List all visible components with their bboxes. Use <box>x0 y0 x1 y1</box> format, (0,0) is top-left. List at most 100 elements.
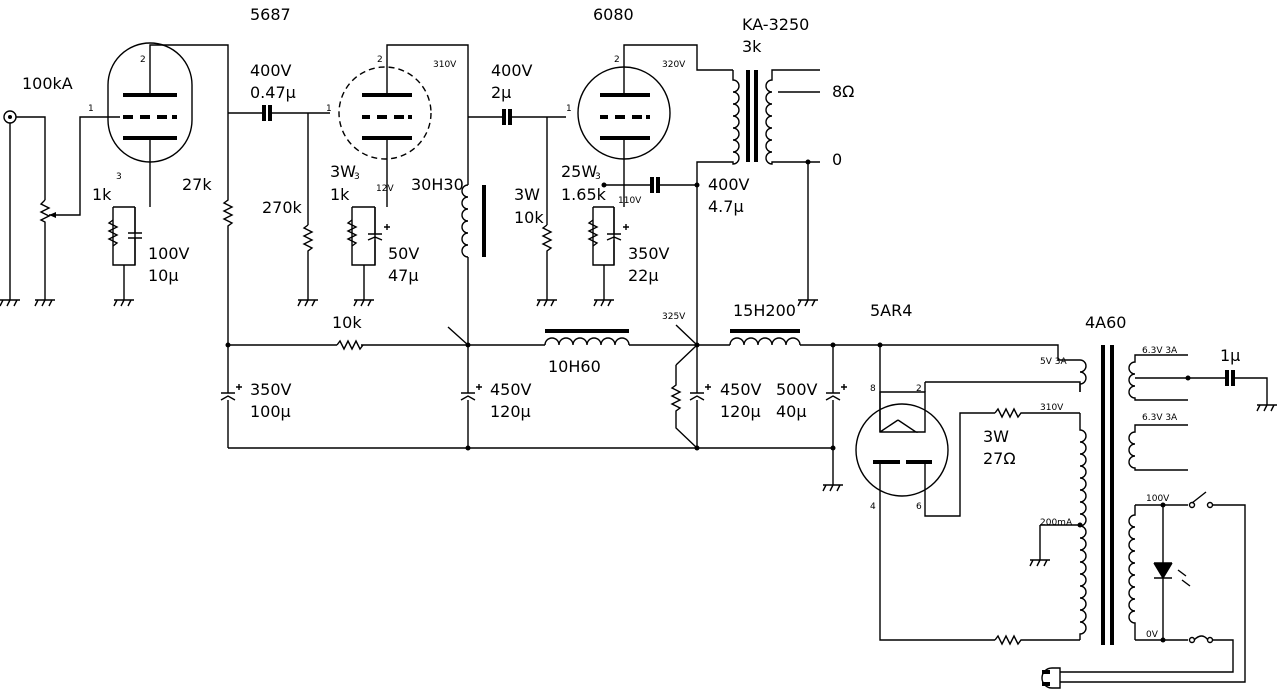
tube-5687-b <box>338 44 469 207</box>
r-rect-wattage: 3W <box>983 427 1009 446</box>
cc2-voltage: 400V <box>491 61 533 80</box>
power-transformer-label: 4A60 <box>1085 313 1127 332</box>
capacitor-c4 <box>825 345 847 485</box>
resistor-rk3 <box>587 219 599 247</box>
c1-voltage: 350V <box>250 380 292 399</box>
c1-capacitance: 100μ <box>250 402 291 421</box>
rectifier-label: 5AR4 <box>870 301 913 320</box>
cfb-voltage: 400V <box>708 175 750 194</box>
capacitor-cc1 <box>262 105 272 121</box>
output-transformer-impedance: 3k <box>742 37 762 56</box>
pin-label: 1 <box>326 104 332 114</box>
ground-symbol <box>297 299 318 307</box>
rk2-label: 1k <box>330 185 350 204</box>
pin-label: 3 <box>595 172 601 182</box>
v-node-label: 325V <box>662 312 686 322</box>
ground-symbol <box>0 299 20 307</box>
fuse <box>1060 635 1234 673</box>
c3-voltage: 450V <box>720 380 762 399</box>
resistor-rg3 <box>541 224 553 300</box>
vk2-label: 12V <box>376 184 394 194</box>
rk2-wattage: 3W <box>330 162 356 181</box>
input-jack <box>3 110 17 124</box>
ground-symbol <box>593 299 614 307</box>
rk3-label: 1.65k <box>561 185 606 204</box>
resistor-r-ret <box>994 634 1080 646</box>
output-transformer-model: KA-3250 <box>742 15 810 34</box>
tube-6080 <box>577 44 733 207</box>
cc1-voltage: 400V <box>250 61 292 80</box>
vk3-label: 110V <box>618 196 642 206</box>
capacitor-cfb <box>650 177 660 193</box>
c-heater-label: 1μ <box>1220 346 1241 365</box>
choke2-label: 10H60 <box>548 357 601 376</box>
cc1-capacitance: 0.47μ <box>250 83 296 102</box>
hv-winding-label: 310V <box>1040 403 1064 413</box>
pin-label: 3 <box>354 172 360 182</box>
pin-label: 2 <box>614 55 620 65</box>
ck3-voltage: 350V <box>628 244 670 263</box>
pin-label: 2 <box>916 384 922 394</box>
pin-label: 8 <box>870 384 876 394</box>
resistor-rl1 <box>222 113 234 345</box>
c4-capacitance: 40μ <box>776 402 807 421</box>
power-switch <box>1060 491 1246 683</box>
capacitor-ck2 <box>367 207 390 265</box>
pin-label: 2 <box>377 55 383 65</box>
c3-capacitance: 120μ <box>720 402 761 421</box>
ground-symbol <box>822 484 843 492</box>
c2-capacitance: 120μ <box>490 402 531 421</box>
rl1-label: 27k <box>182 175 212 194</box>
pin-label: 1 <box>566 104 572 114</box>
output-transformer <box>696 69 820 345</box>
ground-symbol <box>536 299 557 307</box>
choke3-label: 15H200 <box>733 301 796 320</box>
tube-5687 <box>107 42 229 207</box>
pin-label: 3 <box>116 172 122 182</box>
ck1-voltage: 100V <box>148 244 190 263</box>
capacitor-c2 <box>460 345 482 448</box>
tube1-label: 5687 <box>250 5 291 24</box>
ck2-voltage: 50V <box>388 244 420 263</box>
ground-symbol <box>113 299 134 307</box>
ground-symbol <box>353 299 374 307</box>
r-rect-label: 27Ω <box>983 449 1016 468</box>
rk1-label: 1k <box>92 185 112 204</box>
mains-plug <box>1041 667 1061 689</box>
ground-symbol <box>1256 404 1277 412</box>
pin-label: 6 <box>916 502 922 512</box>
ct-current-label: 200mA <box>1040 518 1073 528</box>
capacitor-c-heater <box>1225 370 1235 386</box>
primary-100v-label: 100V <box>1146 494 1170 504</box>
capacitor-cc2 <box>502 109 512 125</box>
output-tap-8: 8Ω <box>832 82 855 101</box>
choke-30h30 <box>461 184 486 258</box>
resistor-rg2 <box>302 224 314 300</box>
rg3-wattage: 3W <box>514 185 540 204</box>
pin-label: 2 <box>140 55 146 65</box>
capacitor-ck3 <box>606 207 629 265</box>
resistor-bleeder <box>670 365 698 449</box>
volume-label: 100kA <box>22 74 73 93</box>
cc2-capacitance: 2μ <box>491 83 512 102</box>
r-drop-label: 10k <box>332 313 362 332</box>
volume-potentiometer <box>39 116 120 300</box>
pin-label: 1 <box>88 104 94 114</box>
vp2-label: 310V <box>433 60 457 70</box>
winding-63b-label: 6.3V 3A <box>1142 413 1178 423</box>
resistor-rk1 <box>107 219 119 247</box>
primary-0v-label: 0V <box>1146 630 1158 640</box>
winding-5v-label: 5V 3A <box>1040 357 1067 367</box>
c4-voltage: 500V <box>776 380 818 399</box>
c2-voltage: 450V <box>490 380 532 399</box>
pilot-led <box>1153 505 1191 640</box>
choke-10h60 <box>544 329 630 346</box>
ck2-capacitance: 47μ <box>388 266 419 285</box>
ground-symbol <box>34 299 55 307</box>
ck3-capacitance: 22μ <box>628 266 659 285</box>
capacitor-c3 <box>689 345 711 448</box>
output-tap-0: 0 <box>832 150 843 169</box>
cfb-capacitance: 4.7μ <box>708 197 744 216</box>
rk3-wattage: 25W <box>561 162 598 181</box>
